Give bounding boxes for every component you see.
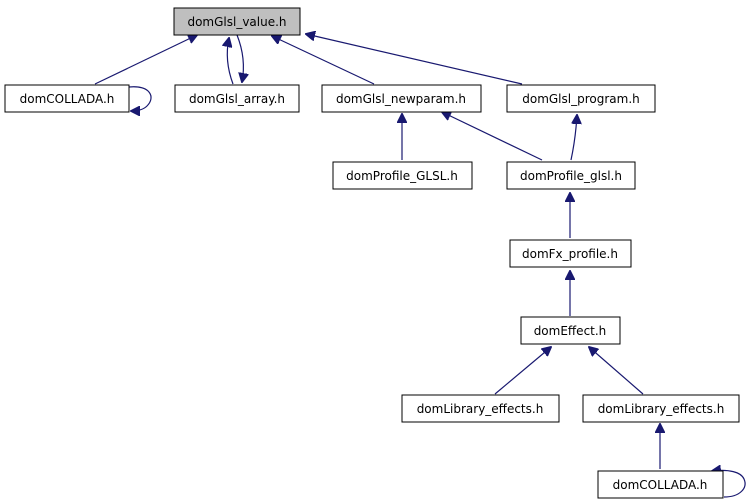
edge-profile-glsl-to-glsl-newparam <box>442 112 543 161</box>
node-collada-bottom[interactable]: domCOLLADA.h <box>597 470 724 499</box>
node-label: domProfile_glsl.h <box>520 169 622 183</box>
node-profile-glsl[interactable]: domProfile_glsl.h <box>506 161 636 190</box>
node-label: domGlsl_array.h <box>189 92 285 106</box>
edge-glsl-value-to-glsl-array <box>236 34 243 82</box>
node-label: domEffect.h <box>534 324 607 338</box>
node-label: domFx_profile.h <box>522 247 618 261</box>
node-label: domCOLLADA.h <box>20 92 115 106</box>
edge-glsl-array-to-glsl-value <box>227 38 234 85</box>
node-glsl-value[interactable]: domGlsl_value.h <box>173 7 301 36</box>
edge-profile-glsl-to-glsl-program <box>570 115 577 161</box>
node-effect[interactable]: domEffect.h <box>520 316 621 345</box>
node-collada-top[interactable]: domCOLLADA.h <box>4 84 130 113</box>
node-label: domCOLLADA.h <box>613 478 708 492</box>
node-glsl-array[interactable]: domGlsl_array.h <box>174 84 300 113</box>
edge-collada-top-self-loop <box>128 86 152 111</box>
node-glsl-program[interactable]: domGlsl_program.h <box>506 84 656 113</box>
edge-collada-top-to-glsl-value <box>94 35 197 85</box>
edge-library-effects-1-to-effect <box>494 347 551 395</box>
node-fx-profile[interactable]: domFx_profile.h <box>509 239 632 268</box>
edge-glsl-newparam-to-glsl-value <box>272 36 375 85</box>
nodes: domGlsl_value.h domCOLLADA.h domGlsl_arr… <box>4 7 740 499</box>
node-label: domProfile_GLSL.h <box>346 169 458 183</box>
node-label: domGlsl_newparam.h <box>336 92 466 106</box>
node-library-effects-1[interactable]: domLibrary_effects.h <box>401 394 560 423</box>
node-label: domLibrary_effects.h <box>417 402 544 416</box>
node-library-effects-2[interactable]: domLibrary_effects.h <box>582 394 740 423</box>
node-label: domGlsl_program.h <box>522 92 640 106</box>
edge-glsl-program-to-glsl-value <box>306 34 523 85</box>
node-glsl-newparam[interactable]: domGlsl_newparam.h <box>321 84 482 113</box>
edge-library-effects-2-to-effect <box>589 347 644 395</box>
node-label: domLibrary_effects.h <box>598 402 725 416</box>
edges <box>94 34 746 498</box>
node-profile-GLSL[interactable]: domProfile_GLSL.h <box>332 161 473 190</box>
node-label: domGlsl_value.h <box>187 15 286 29</box>
edge-collada-bottom-self-loop <box>712 470 746 498</box>
